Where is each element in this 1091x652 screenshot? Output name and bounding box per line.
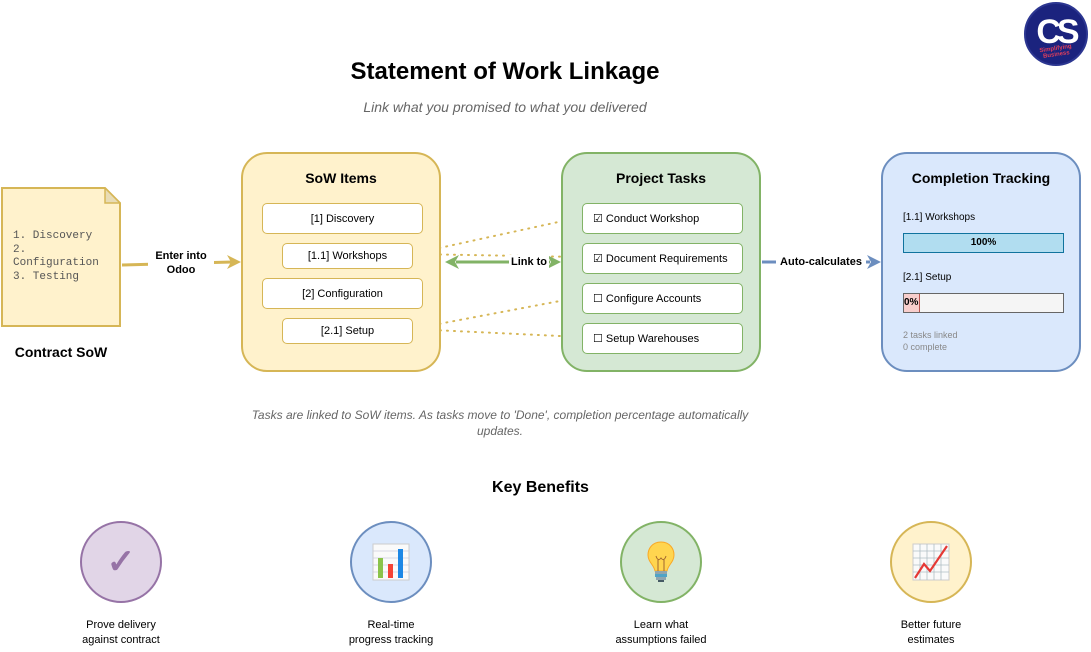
sow-item-workshops[interactable]: [1.1] Workshops — [282, 243, 413, 269]
link-to-left-arrowhead — [445, 255, 459, 269]
benefit-label-line1: Prove delivery — [86, 619, 156, 631]
trend-chart-icon — [912, 543, 950, 581]
benefit-label-line1: Learn what — [633, 619, 689, 631]
benefit-prove-delivery-circle: ✓ — [80, 521, 162, 603]
sow-item-configuration[interactable]: [2] Configuration — [262, 278, 423, 309]
page-subtitle: Link what you promised to what you deliv… — [363, 99, 647, 115]
benefit-realtime-label: Real-time progress tracking — [311, 618, 471, 648]
tracking-row-workshops-label: [1.1] Workshops — [903, 212, 976, 223]
setup-progress-fill — [904, 294, 920, 312]
logo-initials: CS — [1036, 13, 1079, 51]
task-conduct-workshop[interactable]: ☑ Conduct Workshop — [582, 203, 743, 234]
benefit-estimates-circle — [890, 521, 972, 603]
auto-calc-arrowhead — [867, 255, 881, 269]
sow-items-container: SoW Items [1] Discovery [1.1] Workshops … — [241, 152, 441, 372]
benefit-label-line1: Better future — [900, 619, 962, 631]
benefit-realtime-circle — [350, 521, 432, 603]
benefit-learn-label: Learn what assumptions failed — [581, 618, 741, 648]
tasks-complete-text: 0 complete — [903, 342, 948, 352]
tasks-linked-text: 2 tasks linked — [903, 330, 958, 340]
contract-lines: 1. Discovery 2. Configuration 3. Testing — [13, 230, 99, 283]
bar-chart-icon — [372, 543, 410, 581]
link-to-label: Link to — [509, 255, 549, 269]
benefit-label-line2: progress tracking — [348, 634, 434, 646]
enter-into-odoo-label: Enter into Odoo — [148, 249, 214, 277]
link-to-right-arrowhead — [547, 255, 561, 269]
completion-tracking-title: Completion Tracking — [911, 170, 1051, 186]
checkmark-icon: ✓ — [106, 543, 136, 581]
benefit-label-line1: Real-time — [367, 619, 415, 631]
lightbulb-icon — [647, 541, 675, 582]
benefit-prove-delivery-label: Prove delivery against contract — [41, 618, 201, 648]
contract-document: 1. Discovery 2. Configuration 3. Testing — [1, 187, 121, 327]
project-tasks-title: Project Tasks — [615, 170, 706, 186]
task-document-requirements[interactable]: ☑ Document Requirements — [582, 243, 743, 274]
contract-document-icon — [1, 187, 121, 327]
project-tasks-container: Project Tasks ☑ Conduct Workshop ☑ Docum… — [561, 152, 761, 372]
workshops-progress-bar: 100% — [903, 233, 1064, 253]
sow-items-title: SoW Items — [305, 170, 377, 186]
tracking-note: 2 tasks linked 0 complete — [903, 329, 958, 353]
page-title: Statement of Work Linkage — [350, 58, 660, 85]
completion-tracking-container: Completion Tracking [1.1] Workshops 100%… — [881, 152, 1081, 372]
auto-calculates-label: Auto-calculates — [776, 255, 866, 269]
benefit-label-line2: against contract — [82, 634, 160, 646]
tracking-row-setup-label: [2.1] Setup — [903, 272, 952, 283]
contract-to-sow-arrowhead — [227, 255, 241, 269]
benefit-estimates-label: Better future estimates — [851, 618, 1011, 648]
sow-item-setup[interactable]: [2.1] Setup — [282, 318, 413, 344]
setup-progress-text: 0% — [904, 297, 919, 308]
benefit-label-line2: assumptions failed — [615, 634, 707, 646]
contract-label: Contract SoW — [14, 344, 108, 360]
workshops-progress-text: 100% — [970, 237, 997, 248]
sow-item-discovery[interactable]: [1] Discovery — [262, 203, 423, 234]
company-logo: CS Simplifying Business — [1024, 2, 1088, 66]
diagram-caption: Tasks are linked to SoW items. As tasks … — [251, 408, 749, 438]
setup-progress-bar: 0% — [903, 293, 1064, 313]
benefit-label-line2: estimates — [907, 634, 955, 646]
task-configure-accounts[interactable]: ☐ Configure Accounts — [582, 283, 743, 314]
key-benefits-title: Key Benefits — [492, 479, 589, 496]
benefit-learn-circle — [620, 521, 702, 603]
task-setup-warehouses[interactable]: ☐ Setup Warehouses — [582, 323, 743, 354]
